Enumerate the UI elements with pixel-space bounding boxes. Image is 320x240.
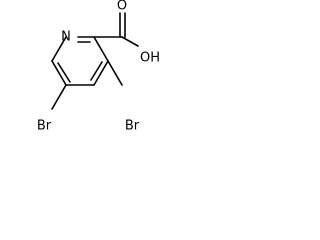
bond-c6-c5: [51, 60, 67, 86]
atom-label-bromine-left: Br: [37, 119, 52, 134]
bond-c3-br: [107, 60, 123, 86]
pyridine-ring: [51, 36, 109, 86]
bond-c4-c3-inner: [90, 61, 103, 81]
atom-label-hydroxyl: OH: [140, 51, 160, 66]
bond-c-oh: [121, 36, 139, 47]
atom-label-nitrogen: N: [61, 30, 71, 45]
bond-c5-br: [51, 84, 67, 110]
structure-diagram: N Br Br O OH: [37, 0, 160, 134]
bond-c4-c3: [93, 60, 109, 86]
atom-label-bromine-right: Br: [125, 119, 140, 134]
carboxyl-group: [119, 12, 139, 47]
bond-c6-c5-inner: [57, 62, 71, 83]
atom-label-oxygen-carbonyl: O: [117, 0, 127, 14]
bond-n-c6: [51, 36, 67, 62]
bond-c3-c2: [93, 36, 109, 62]
